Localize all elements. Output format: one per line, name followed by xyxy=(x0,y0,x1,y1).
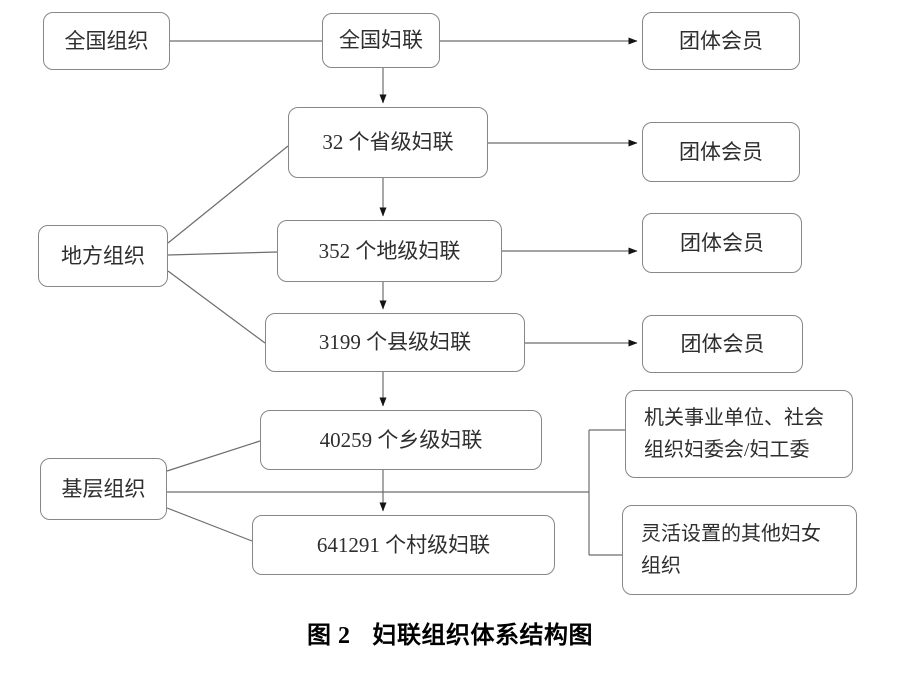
node-agency-committee: 机关事业单位、社会 组织妇委会/妇工委 xyxy=(625,390,853,478)
node-flexible-org-label: 灵活设置的其他妇女 组织 xyxy=(641,523,821,577)
link-local-to-county xyxy=(167,270,266,344)
node-village: 641291 个村级妇联 xyxy=(252,515,555,575)
node-national-federation-label: 全国妇联 xyxy=(339,28,423,53)
node-national-org-label: 全国组织 xyxy=(64,28,149,53)
node-grassroots-org: 基层组织 xyxy=(40,458,167,520)
node-member-provincial: 团体会员 xyxy=(642,122,800,182)
node-member-national: 团体会员 xyxy=(642,12,800,70)
node-member-national-label: 团体会员 xyxy=(679,28,763,53)
node-member-prefecture: 团体会员 xyxy=(642,213,802,273)
node-township: 40259 个乡级妇联 xyxy=(260,410,542,470)
figure-caption: 图 2 妇联组织体系结构图 xyxy=(0,615,900,650)
node-member-county: 团体会员 xyxy=(642,315,803,373)
node-member-county-label: 团体会员 xyxy=(680,331,765,356)
node-county-label: 3199 个县级妇联 xyxy=(318,330,472,355)
link-local-to-provincial xyxy=(167,145,289,244)
node-member-prefecture-label: 团体会员 xyxy=(680,230,764,255)
link-local-to-prefecture xyxy=(167,251,278,256)
figure-caption-number: 图 2 xyxy=(307,623,351,649)
node-grassroots-org-label: 基层组织 xyxy=(61,476,146,501)
node-local-org-label: 地方组织 xyxy=(61,243,145,268)
node-member-provincial-label: 团体会员 xyxy=(679,139,763,164)
node-provincial: 32 个省级妇联 xyxy=(288,107,488,178)
link-grassroots-to-village xyxy=(166,507,253,542)
node-prefecture: 352 个地级妇联 xyxy=(277,220,502,282)
node-village-label: 641291 个村级妇联 xyxy=(316,532,491,557)
node-local-org: 地方组织 xyxy=(38,225,168,287)
node-county: 3199 个县级妇联 xyxy=(265,313,525,372)
node-flexible-org: 灵活设置的其他妇女 组织 xyxy=(622,505,857,595)
node-township-label: 40259 个乡级妇联 xyxy=(319,427,483,452)
node-provincial-label: 32 个省级妇联 xyxy=(322,130,454,155)
node-national-org: 全国组织 xyxy=(43,12,170,70)
node-prefecture-label: 352 个地级妇联 xyxy=(318,238,461,263)
link-grassroots-to-township xyxy=(166,440,261,472)
figure-caption-title: 妇联组织体系结构图 xyxy=(372,623,593,649)
node-agency-committee-label: 机关事业单位、社会 组织妇委会/妇工委 xyxy=(644,407,824,461)
node-national-federation: 全国妇联 xyxy=(322,13,440,68)
